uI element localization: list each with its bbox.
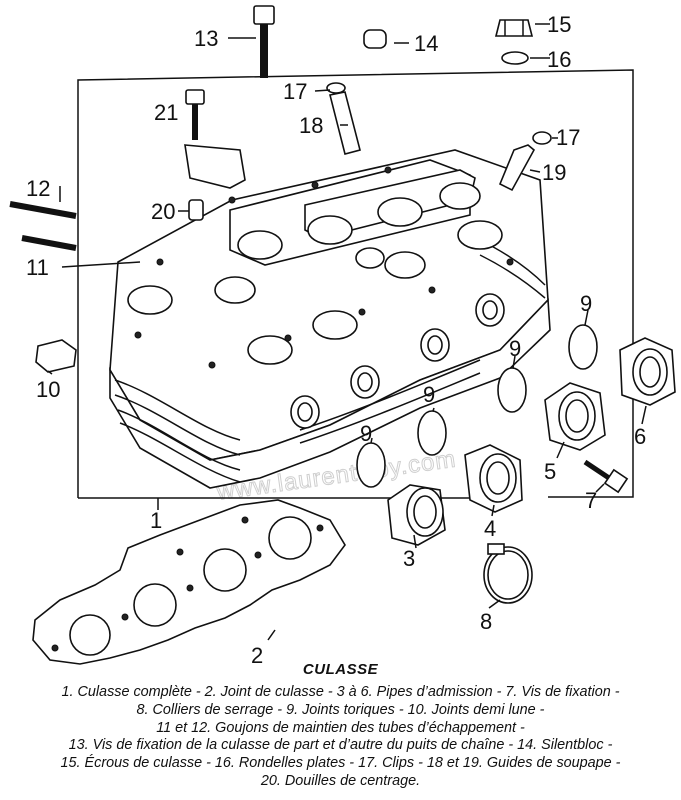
callout-18: 18: [299, 113, 323, 138]
callout-9-b: 9: [423, 382, 435, 407]
callout-1: 1: [150, 508, 162, 533]
exploded-view-diagram: www.laurent-roy.com: [9, 5, 676, 665]
callout-21: 21: [154, 100, 178, 125]
legend-line: 1. Culasse complète - 2. Joint de culass…: [61, 684, 620, 700]
callout-15: 15: [547, 12, 571, 37]
callout-16: 16: [547, 47, 571, 72]
centering-dowel: [188, 199, 204, 221]
callout-9-c: 9: [509, 336, 521, 361]
callout-20: 20: [151, 199, 175, 224]
small-bolt: [184, 89, 246, 189]
callout-8: 8: [480, 609, 492, 634]
intake-pipe-5: [544, 382, 606, 451]
callout-5: 5: [544, 459, 556, 484]
legend-line: 8. Colliers de serrage - 9. Joints toriq…: [136, 701, 545, 718]
callout-12: 12: [26, 176, 50, 201]
callout-2: 2: [251, 643, 263, 665]
diagram-title: CULASSE: [302, 661, 379, 678]
callout-9-a: 9: [360, 421, 372, 446]
intake-pipe-6: [619, 337, 676, 406]
silentbloc: [363, 29, 387, 49]
clamp-collar: [483, 543, 533, 604]
legend-line: 11 et 12. Goujons de maintien des tubes …: [156, 719, 525, 736]
callout-10: 10: [36, 377, 60, 402]
callout-17-left: 17: [283, 79, 307, 104]
legend-line: 20. Douilles de centrage.: [260, 772, 421, 789]
intake-pipe-4: [464, 444, 523, 513]
exhaust-studs: [9, 201, 77, 251]
flat-washer: [501, 51, 529, 65]
o-rings: [356, 324, 598, 488]
callout-13: 13: [194, 26, 218, 51]
cylinder-head: [109, 149, 551, 489]
callout-11: 11: [26, 255, 49, 280]
callout-14: 14: [414, 31, 438, 56]
intake-pipe-3: [387, 484, 446, 546]
head-gasket: [32, 499, 346, 665]
callout-17-right: 17: [556, 125, 580, 150]
fixing-screw: [583, 459, 629, 494]
legend-line: 13. Vis de fixation de la culasse de par…: [68, 737, 613, 754]
parts-legend: 1. Culasse complète - 2. Joint de culass…: [4, 684, 677, 791]
clips: [326, 82, 552, 145]
half-moon-seal: [35, 339, 77, 373]
callout-19: 19: [542, 160, 566, 185]
callout-3: 3: [403, 546, 415, 571]
callout-6: 6: [634, 424, 646, 449]
callout-9-d: 9: [580, 291, 592, 316]
leader-lines: [47, 23, 647, 641]
head-nut: [494, 19, 534, 37]
legend-line: 15. Écrous de culasse - 16. Rondelles pl…: [60, 755, 621, 772]
valve-guide-19: [498, 144, 536, 192]
callout-4: 4: [484, 516, 496, 541]
valve-guide-18: [329, 91, 361, 155]
cylinder-head-bolt: [253, 5, 275, 78]
callout-7: 7: [585, 488, 597, 513]
